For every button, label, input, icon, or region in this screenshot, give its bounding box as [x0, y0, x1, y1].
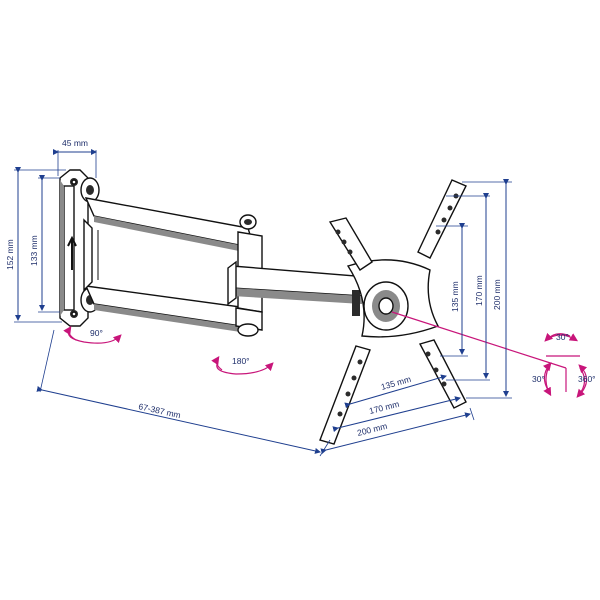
rotation-360-indicator: 360°: [576, 364, 596, 398]
plate-height-outer-label: 152 mm: [5, 239, 15, 270]
vesa-vertical-200-label: 200 mm: [492, 279, 502, 310]
depth-label: 45 mm: [62, 138, 88, 148]
tilt-up-label: 30°: [556, 332, 569, 342]
vesa-horizontal-135-label: 135 mm: [380, 374, 412, 392]
wall-swivel-label: 90°: [90, 328, 103, 338]
elbow-swivel-indicator: 180°: [211, 356, 274, 375]
second-arm: [227, 260, 363, 316]
up-arrow-icon: [67, 235, 77, 270]
tilt-up-indicator: 30°: [544, 332, 579, 342]
dimension-lines: [14, 149, 512, 457]
vesa-vertical-170-label: 170 mm: [474, 275, 484, 306]
tilt-down-label: 30°: [532, 374, 545, 384]
vesa-vertical-135-label: 135 mm: [450, 281, 460, 312]
rotation-360-label: 360°: [578, 374, 596, 384]
wall-plate: [59, 169, 89, 327]
tilt-down-indicator: 30°: [532, 362, 552, 397]
arm-extension-label: 67-387 mm: [138, 401, 182, 420]
first-arm: [83, 197, 256, 334]
rotation-axis: [391, 311, 580, 392]
plate-height-inner-label: 133 mm: [29, 235, 39, 266]
elbow-swivel-label: 180°: [232, 356, 250, 366]
vesa-plate: [319, 179, 467, 445]
wall-swivel-indicator: 90°: [63, 326, 122, 344]
